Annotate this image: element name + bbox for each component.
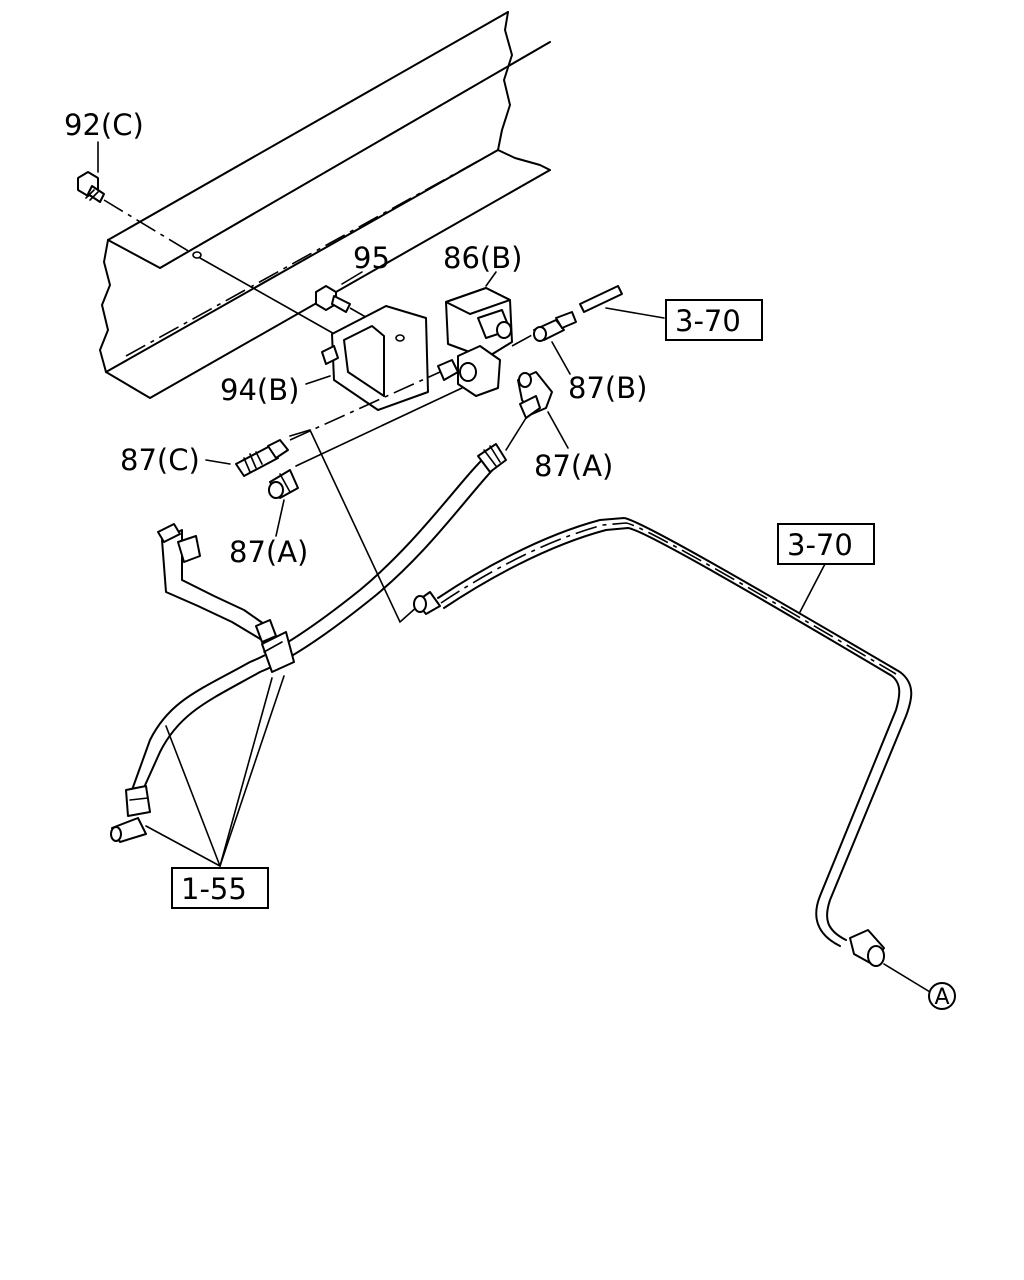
flex-hose	[131, 417, 527, 793]
fitting-87a-right	[517, 371, 569, 449]
bracket-94b	[305, 305, 429, 411]
label-87c: 87(C)	[120, 443, 200, 477]
frame-rail	[99, 11, 551, 399]
label-95: 95	[353, 241, 390, 275]
fitting-87c	[205, 439, 289, 477]
ref-1-55-label: 1-55	[181, 872, 247, 906]
rigid-pipe	[413, 517, 931, 993]
label-87a-right: 87(A)	[534, 449, 613, 483]
label-86b: 86(B)	[443, 241, 522, 275]
alignment-line-2	[295, 387, 463, 467]
bolt-92c	[77, 141, 346, 341]
ref-box-3-70-mid: 3-70	[777, 523, 875, 565]
ref-box-1-55: 1-55	[171, 867, 269, 909]
fitting-87a-left	[268, 469, 299, 537]
label-92c: 92(C)	[64, 108, 144, 142]
leader-frame	[289, 429, 419, 624]
label-87a-left: 87(A)	[229, 535, 308, 569]
label-87b: 87(B)	[568, 371, 647, 405]
valve-86b	[437, 271, 513, 397]
callout-a: A	[928, 982, 956, 1010]
hose-bracket	[157, 523, 295, 673]
pipe-stub-top	[579, 285, 665, 319]
label-94b: 94(B)	[220, 373, 299, 407]
ref-3-70-top-label: 3-70	[675, 304, 741, 338]
leaders-1-55	[145, 675, 285, 867]
alignment-line	[289, 371, 441, 441]
tee-fitting	[110, 785, 151, 843]
ref-box-3-70-top: 3-70	[665, 299, 763, 341]
ref-3-70-mid-label: 3-70	[787, 528, 853, 562]
fitting-87b	[511, 311, 577, 375]
labels: 92(C) 95 86(B) 94(B) 87(B) 87(C) 87(A) 8…	[64, 108, 647, 569]
callout-a-label: A	[934, 985, 949, 1010]
